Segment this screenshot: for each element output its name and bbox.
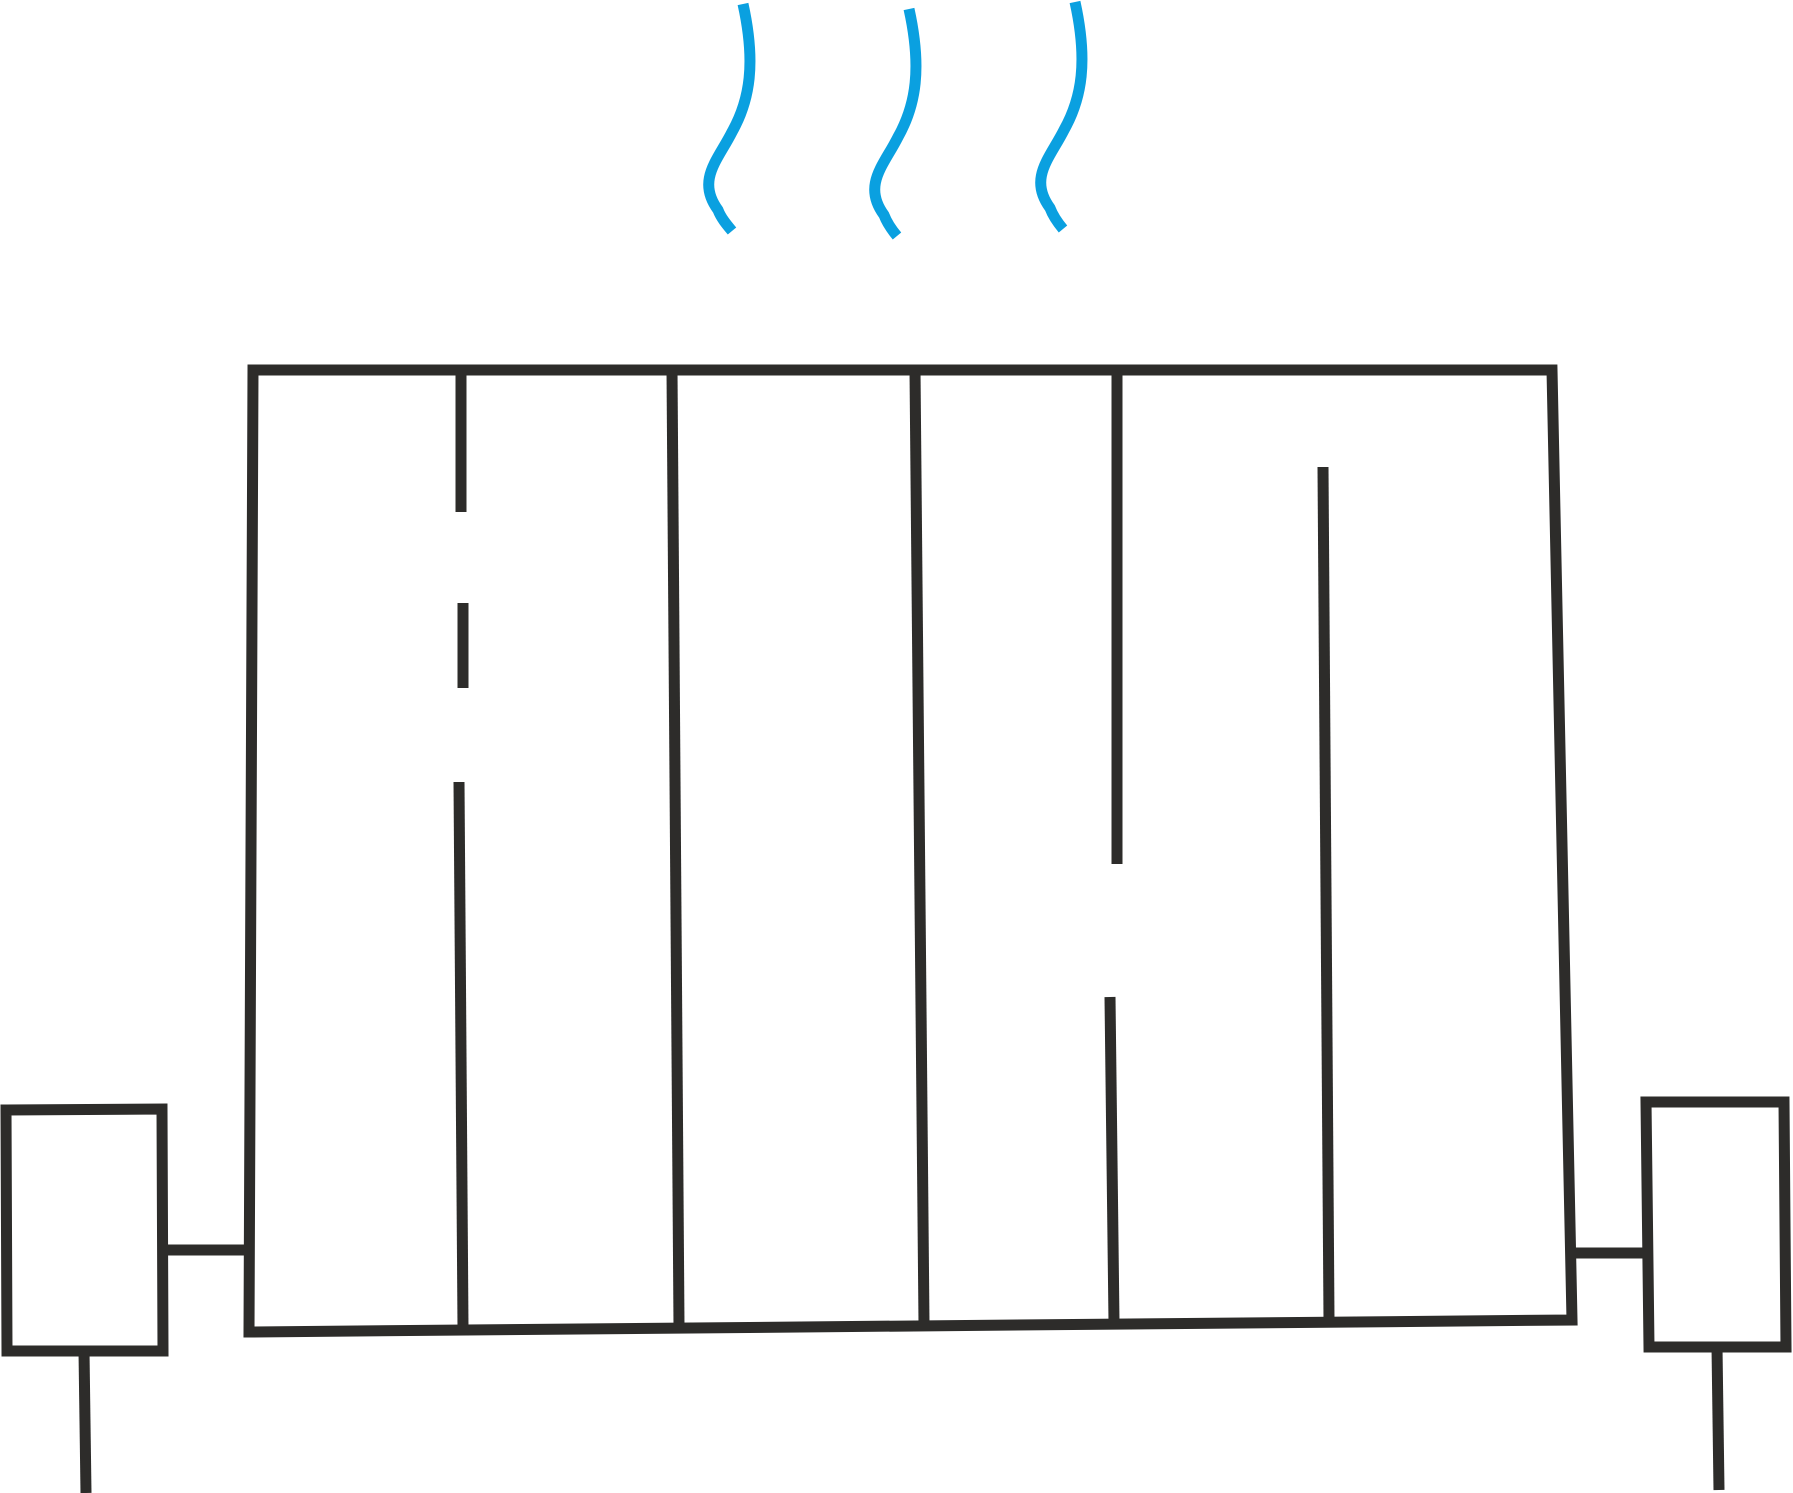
section-divider [666, 369, 685, 1327]
radiator-section-dividers [453, 369, 1335, 1329]
section-divider [909, 369, 930, 1325]
left-valve-box [0, 1103, 169, 1357]
left-valve [0, 1103, 248, 1493]
right-valve-box [1640, 1096, 1792, 1353]
heat-waves [703, 0, 1088, 240]
left-floor-pipe [78, 1350, 92, 1493]
right-floor-pipe [1711, 1346, 1725, 1491]
heat-wave-icon [1035, 0, 1088, 233]
right-valve [1572, 1096, 1792, 1491]
section-divider [453, 781, 469, 1329]
section-divider [1317, 466, 1335, 1321]
heat-wave-icon [869, 7, 922, 240]
radiator-body [243, 364, 1578, 1338]
heat-wave-icon [703, 2, 756, 235]
section-divider [1104, 996, 1120, 1323]
radiator-outline [243, 364, 1578, 1338]
